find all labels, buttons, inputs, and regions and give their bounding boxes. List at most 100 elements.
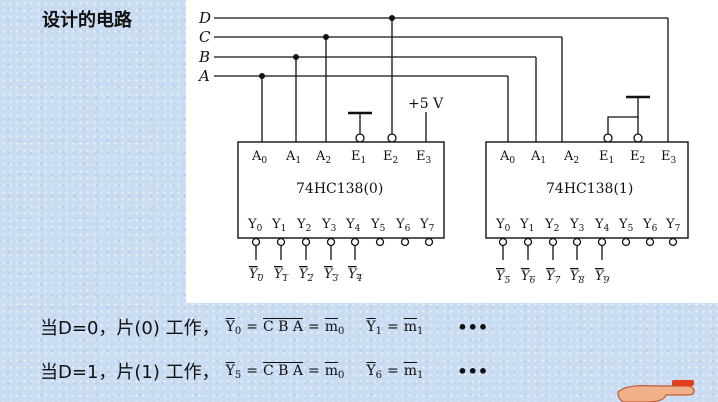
pin-label: E3 [661,149,677,166]
pin-label: E2 [383,149,398,166]
chip-0-name: 74HC138(0) [296,181,383,197]
input-bus [214,17,669,142]
output-label: Y2 [299,267,314,284]
output-label: Y9 [595,269,610,286]
output-label: Y7 [546,269,561,286]
chip-0-top-pins: A0 A1 A2 E1 E2 E3 [251,149,432,166]
pin-label: E1 [599,149,614,166]
chip-0-output-labels: Y0 Y1 Y2 Y3 Y4 [249,267,363,284]
pin-label: Y2 [296,217,311,234]
chip-1-body [485,141,689,239]
formula-eq: = [387,363,399,379]
bubble-e2-chip0 [387,133,397,143]
formula-m: m [403,363,418,379]
output-bubble [597,237,607,247]
bubble-e1-chip0 [355,133,365,143]
pin-label: A1 [530,149,546,166]
output-bubble [276,237,286,247]
wire-e1-e2-ground-1 [607,116,638,134]
chip-1-top-pins: A0 A1 A2 E1 E2 E3 [499,149,677,166]
chip-0: A0 A1 A2 E1 E2 E3 74HC138(0) Y0 Y1 Y2 Y3… [237,141,445,284]
formula-sub: 1 [417,326,424,337]
formula-y: Y [366,363,376,379]
pin-label: Y4 [594,217,610,234]
formula-sub: 0 [234,326,242,337]
supply-label: +5 V [408,96,444,112]
output-bubble [523,237,533,247]
input-label-a: A [197,67,210,85]
pin-label: Y0 [495,217,511,234]
formula-cba: C B A [262,363,303,379]
pin-label: E3 [416,149,432,166]
formula-sub: 5 [234,370,242,381]
pin-label: A0 [251,149,267,166]
chip-1-output-bubbles [498,237,678,247]
pin-label: Y7 [665,217,681,234]
formula-eq: = [246,363,258,379]
pin-label: Y6 [395,217,411,234]
input-labels: D C B A [197,9,211,85]
pin-label: Y6 [642,217,658,234]
pin-label: Y3 [569,217,585,234]
output-bubble [424,237,434,247]
formula-y: Y [366,319,376,335]
enable-bubbles [355,133,643,143]
junction-dot [259,73,265,79]
junction-dots [259,15,395,79]
ellipsis-dots: ••• [457,317,489,337]
output-label: Y5 [496,269,511,286]
input-label-d: D [198,9,211,27]
chip-0-body [237,141,445,239]
note-condition: 当D=1，片(1) 工作， [40,362,220,383]
output-label: Y6 [521,269,536,286]
chip-1-bottom-pins: Y0 Y1 Y2 Y3 Y4 Y5 Y6 Y7 [495,217,681,234]
output-label: Y3 [324,267,339,284]
chip-1-output-leads [502,246,603,260]
formula-sub: 0 [338,370,345,381]
junction-dot [389,15,395,21]
pin-label: Y4 [345,217,361,234]
formula-cba: C B A [262,319,303,335]
output-bubble [350,237,360,247]
chip-1-name: 74HC138(1) [546,181,633,197]
pin-label: Y5 [370,217,386,234]
formula-sub: 0 [338,326,345,337]
output-label: Y4 [348,267,363,284]
output-bubble [572,237,582,247]
pin-label: A1 [285,149,301,166]
formula-eq: = [308,363,320,379]
output-bubble [251,237,261,247]
formula-sub: 6 [375,370,383,381]
chip-0-output-bubbles [251,237,434,247]
pointing-hand-icon[interactable] [616,380,696,402]
pin-label: Y3 [321,217,337,234]
chip-1-output-labels: Y5 Y6 Y7 Y8 Y9 [496,269,610,286]
chip-0-bottom-pins: Y0 Y1 Y2 Y3 Y4 Y5 Y6 Y7 [247,217,435,234]
ellipsis-dots: ••• [457,361,489,381]
output-bubble [400,237,410,247]
chip-1: A0 A1 A2 E1 E2 E3 74HC138(1) Y0 Y1 Y2 Y3… [485,141,689,286]
formula-y: Y [225,363,235,379]
note-condition: 当D=0，片(0) 工作， [40,318,220,339]
pin-label: E2 [630,149,645,166]
formula-sub: 1 [375,326,383,337]
bubble-e2-chip1 [633,133,643,143]
pin-label: E1 [351,149,366,166]
junction-dot [323,34,329,40]
junction-dot [293,54,299,60]
pin-label: Y2 [544,217,559,234]
pin-label: A2 [315,149,331,166]
output-bubble [498,237,508,247]
output-label: Y8 [570,269,585,286]
chip-0-output-leads [255,246,356,260]
output-bubble [548,237,558,247]
pin-label: A2 [563,149,579,166]
input-label-b: B [198,48,210,66]
output-bubble [301,237,311,247]
output-label: Y1 [274,267,288,284]
formula-m: m [403,319,418,335]
